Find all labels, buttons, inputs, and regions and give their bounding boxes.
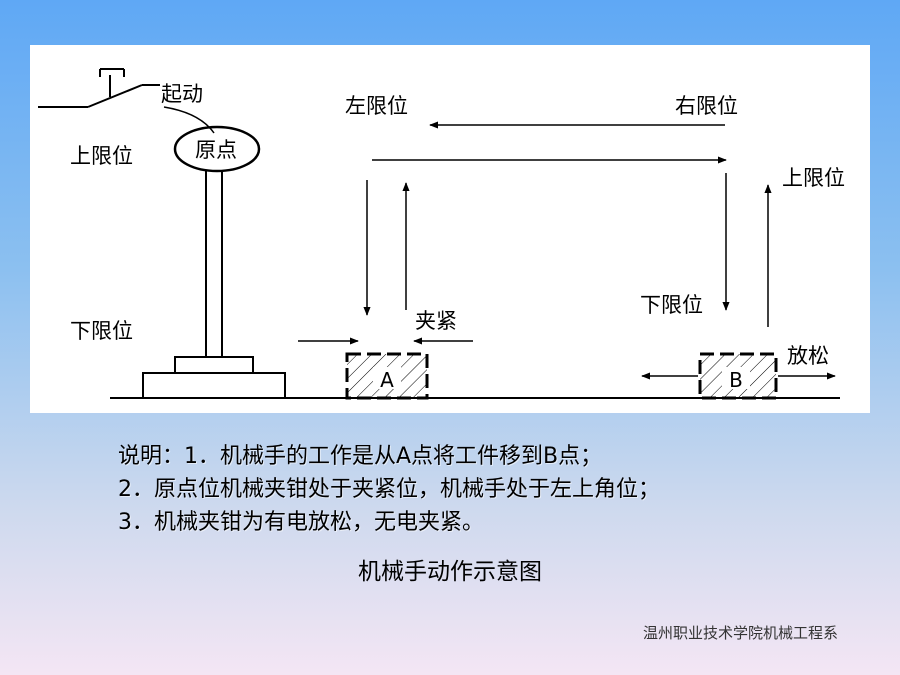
upper-limit-left-label: 上限位	[70, 144, 133, 168]
origin-ellipse	[173, 125, 261, 173]
start-switch-icon	[38, 68, 160, 108]
workpiece-b	[698, 352, 778, 400]
lower-limit-left-label: 下限位	[70, 319, 133, 343]
lower-limit-right-label: 下限位	[640, 293, 703, 317]
manipulator-diagram: 起动 原点 上限位 下限位 左限位 右限位 上限位 下限位 夹紧	[38, 68, 845, 400]
left-limit-label: 左限位	[345, 94, 408, 118]
manipulator-column	[142, 171, 286, 399]
notes-block: 说明：1．机械手的工作是从A点将工件移到B点； 2．原点位机械夹钳处于夹紧位，机…	[118, 440, 878, 539]
clamp-label: 夹紧	[415, 309, 457, 333]
start-label: 起动	[161, 82, 203, 106]
upper-limit-right-label: 上限位	[782, 166, 845, 190]
figure-caption: 机械手动作示意图	[358, 559, 542, 585]
origin-label: 原点	[195, 138, 237, 162]
right-limit-label: 右限位	[675, 94, 738, 118]
note-line-2: 2．原点位机械夹钳处于夹紧位，机械手处于左上角位；	[118, 477, 660, 502]
point-a-label: A	[380, 368, 394, 392]
origin-leader-line	[163, 106, 215, 134]
point-b-label: B	[729, 368, 743, 392]
diagram-panel: 起动 原点 上限位 下限位 左限位 右限位 上限位 下限位 夹紧	[30, 45, 870, 413]
note-line-1: 说明：1．机械手的工作是从A点将工件移到B点；	[118, 444, 603, 469]
note-line-3: 3．机械夹钳为有电放松，无电夹紧。	[118, 510, 484, 535]
workpiece-a	[345, 352, 429, 400]
institution-credit: 温州职业技术学院机械工程系	[642, 624, 838, 642]
release-label: 放松	[787, 344, 829, 368]
